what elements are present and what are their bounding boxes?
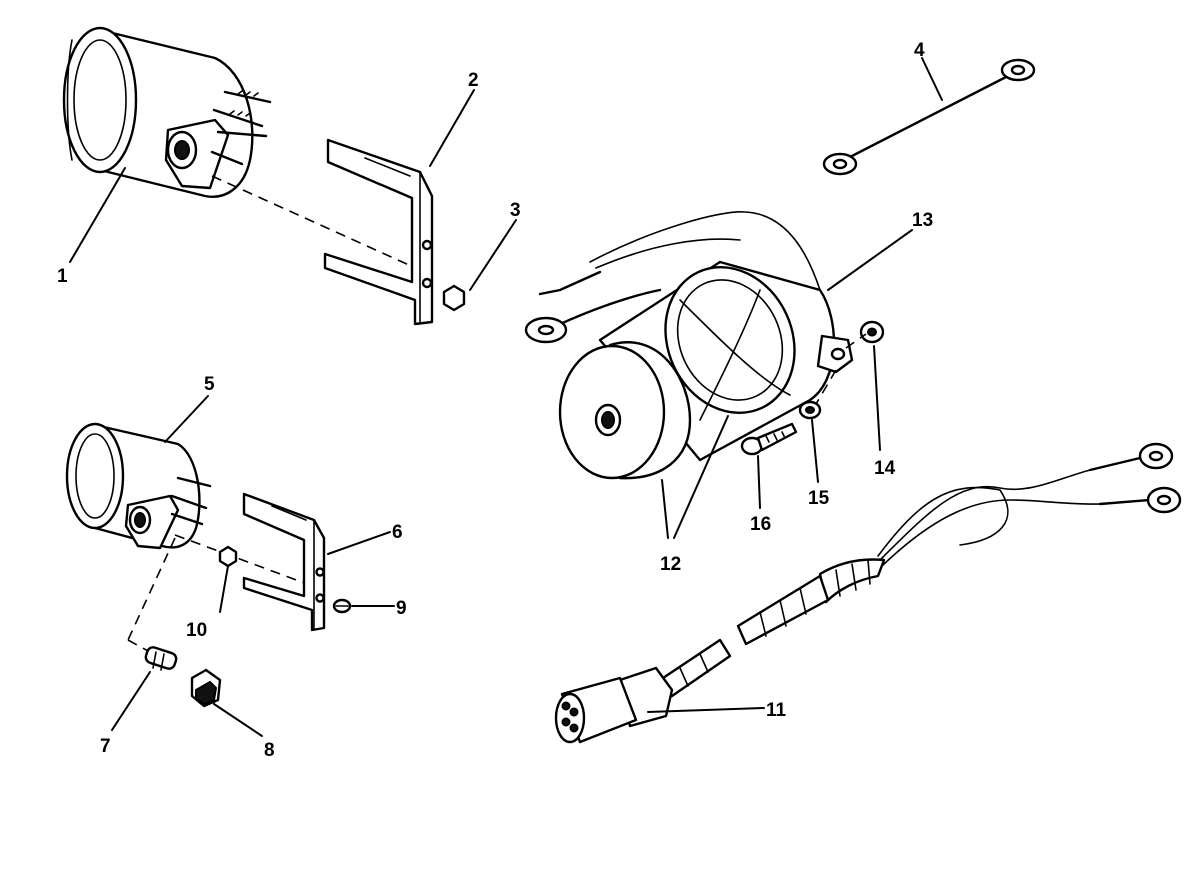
mount-line-15: [815, 369, 837, 405]
callout-14: 14: [874, 458, 896, 479]
callout-9: 9: [396, 598, 407, 619]
callout-13: 13: [912, 210, 933, 231]
screw-16: [740, 422, 798, 456]
large-gauge: [62, 26, 272, 198]
mount-line-5: [174, 534, 319, 589]
washer-15: [798, 400, 822, 420]
u-bracket-large: [323, 138, 434, 326]
mount-line-7: [127, 537, 176, 641]
callout-1: 1: [57, 266, 68, 287]
small-gauge: [65, 422, 212, 550]
callout-3: 3: [510, 200, 521, 221]
callout-10: 10: [186, 620, 207, 641]
mount-line-1: [211, 175, 421, 271]
callout-5: 5: [204, 374, 215, 395]
callout-15: 15: [808, 488, 830, 509]
callout-8: 8: [264, 740, 275, 761]
ground-wire: [822, 58, 1036, 176]
callout-7: 7: [100, 736, 111, 757]
nut-3: [442, 284, 466, 312]
callout-12: 12: [660, 554, 681, 575]
mount-line-7b: [127, 639, 151, 653]
wiring-harness: [554, 442, 1182, 744]
u-bracket-small: [242, 492, 326, 632]
lamp-socket: [190, 668, 222, 708]
washer-14: [859, 320, 885, 344]
mount-line-14: [845, 333, 867, 349]
callout-16: 16: [750, 514, 771, 535]
nut-10: [218, 545, 238, 568]
leader-lines: [69, 57, 943, 737]
callout-4: 4: [914, 40, 925, 61]
callout-labels: 1 2 3 4 5 6 7 8 9 10 11 12 13 14 15 16: [57, 40, 933, 761]
callout-11: 11: [766, 700, 787, 721]
callout-6: 6: [392, 522, 403, 543]
screw-9: [332, 598, 352, 614]
callout-2: 2: [468, 70, 479, 91]
sender-assembly: [524, 211, 854, 480]
lamp-bulb: [144, 646, 178, 671]
